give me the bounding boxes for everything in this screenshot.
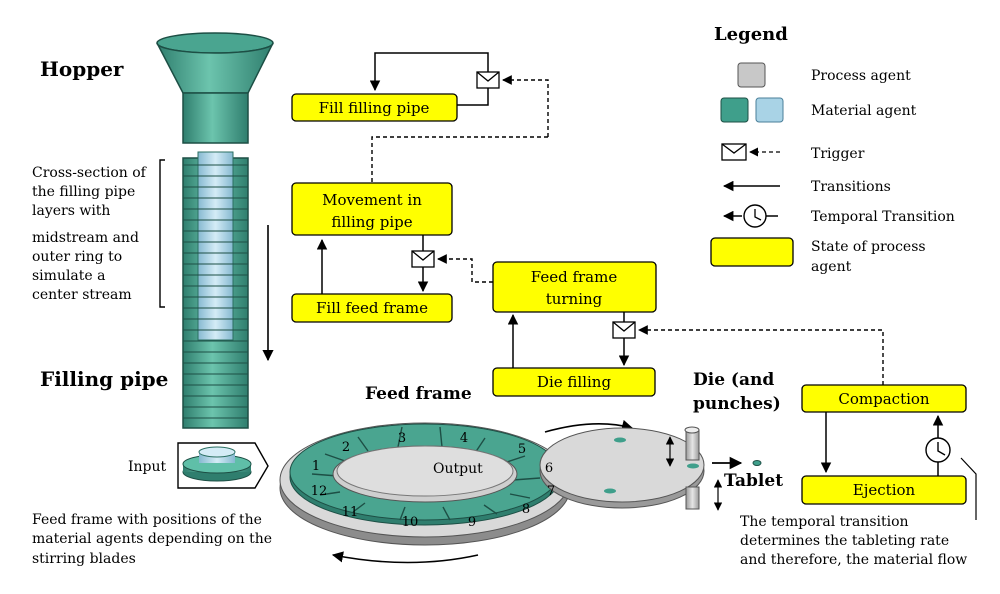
state-die-filling: [492, 367, 656, 397]
transitions: [316, 52, 944, 476]
filling-pipe-layers: [183, 164, 248, 419]
state-feed-frame-turning: [492, 261, 657, 313]
temporal-clock: [925, 437, 951, 463]
legend: [710, 62, 794, 267]
state-label-compaction: Compaction: [838, 390, 930, 408]
svg-text:simulate a: simulate a: [32, 268, 106, 284]
svg-text:and therefore, the material fl: and therefore, the material flow: [740, 552, 967, 568]
feed-position: 9: [468, 515, 476, 530]
feed-position: 5: [518, 442, 526, 457]
state-label-ejection: Ejection: [853, 481, 916, 499]
die-plate: [539, 427, 705, 509]
feed-frame: [279, 422, 571, 546]
svg-text:outer ring to: outer ring to: [32, 249, 122, 265]
feed-position: 6: [545, 461, 553, 476]
state-label-feed-turning-line2: turning: [546, 290, 603, 308]
state-label-movement-line2: filling pipe: [331, 213, 412, 231]
state-label-die-filling: Die filling: [537, 373, 612, 391]
state-label-feed-turning-line1: Feed frame: [531, 268, 618, 286]
state-movement-in-filling-pipe: [291, 182, 453, 236]
legend-material-agent-swatch-teal: [720, 97, 749, 123]
feed-frame-note: Feed frame with positions of the materia…: [32, 512, 272, 567]
svg-text:center stream: center stream: [32, 287, 132, 303]
svg-text:Process agent: Process agent: [811, 68, 911, 84]
legend-process-agent-swatch: [737, 62, 766, 88]
state-fill-filling-pipe: [291, 93, 458, 122]
state-label-fill-feed-frame: Fill feed frame: [316, 299, 428, 317]
legend-material-agent-swatch-blue: [755, 97, 784, 123]
temporal-note: The temporal transition determines the t…: [740, 514, 967, 568]
hopper-label: Hopper: [40, 57, 124, 81]
rotation-arrow-top: [544, 419, 634, 433]
svg-text:The temporal transition: The temporal transition: [740, 514, 909, 530]
svg-text:Transitions: Transitions: [811, 179, 891, 195]
svg-text:the filling pipe: the filling pipe: [32, 184, 135, 200]
feed-position: 3: [398, 431, 406, 446]
rotation-arrow-bottom: [331, 551, 479, 564]
cross-section-bracket: [159, 159, 165, 308]
feed-position: 1: [312, 459, 320, 474]
svg-text:State of process: State of process: [811, 239, 926, 255]
tablet-shape: [752, 460, 762, 466]
feed-position: 4: [460, 431, 468, 446]
state-label-fill-filling-pipe: Fill filling pipe: [319, 99, 430, 117]
svg-text:Cross-section of: Cross-section of: [32, 165, 148, 181]
hopper: [156, 32, 274, 144]
svg-text:material agents depending on t: material agents depending on the: [32, 531, 272, 547]
feed-position: 8: [522, 502, 530, 517]
svg-text:Material agent: Material agent: [811, 103, 917, 119]
svg-text:Temporal Transition: Temporal Transition: [811, 209, 955, 225]
feed-position: 10: [402, 515, 419, 530]
input-component: [177, 442, 269, 489]
feed-position: 7: [547, 484, 555, 499]
state-ejection: [801, 475, 967, 505]
feed-position: 12: [311, 484, 328, 499]
svg-text:agent: agent: [811, 259, 852, 275]
svg-text:layers with: layers with: [32, 203, 110, 219]
feed-position-labels: 1 2 3 4 5 6 7 8 9 10 11 12: [311, 431, 555, 530]
filling-pipe: [182, 151, 249, 429]
triggers: [411, 71, 636, 339]
svg-text:determines the tableting rate: determines the tableting rate: [740, 533, 949, 549]
svg-text:stirring blades: stirring blades: [32, 551, 136, 567]
feed-frame-label: Feed frame: [365, 384, 472, 404]
temporal-note-pointer: [960, 457, 977, 520]
input-label: Input: [128, 459, 167, 475]
feed-frame-dividers: [311, 426, 541, 521]
output-label: Output: [433, 461, 483, 477]
cross-section-note: Cross-section of the filling pipe layers…: [32, 165, 148, 303]
legend-title: Legend: [714, 24, 788, 45]
svg-text:Trigger: Trigger: [811, 146, 865, 162]
trigger-lines: [371, 75, 884, 385]
feed-position: 2: [342, 440, 350, 455]
state-label-movement-line1: Movement in: [322, 191, 422, 209]
svg-text:midstream and: midstream and: [32, 230, 139, 246]
tablet-label: Tablet: [724, 471, 783, 491]
filling-pipe-label: Filling pipe: [40, 367, 168, 391]
legend-labels: Process agent Material agent Trigger Tra…: [811, 68, 955, 275]
state-compaction: [801, 384, 967, 413]
die-label-line1: Die (and: [693, 370, 774, 390]
state-fill-feed-frame: [291, 293, 453, 323]
die-label-line2: punches): [693, 394, 781, 414]
legend-state-swatch: [710, 237, 794, 267]
punches: [684, 426, 700, 510]
svg-text:Feed frame with positions of t: Feed frame with positions of the: [32, 512, 262, 528]
feed-position: 11: [342, 505, 359, 520]
